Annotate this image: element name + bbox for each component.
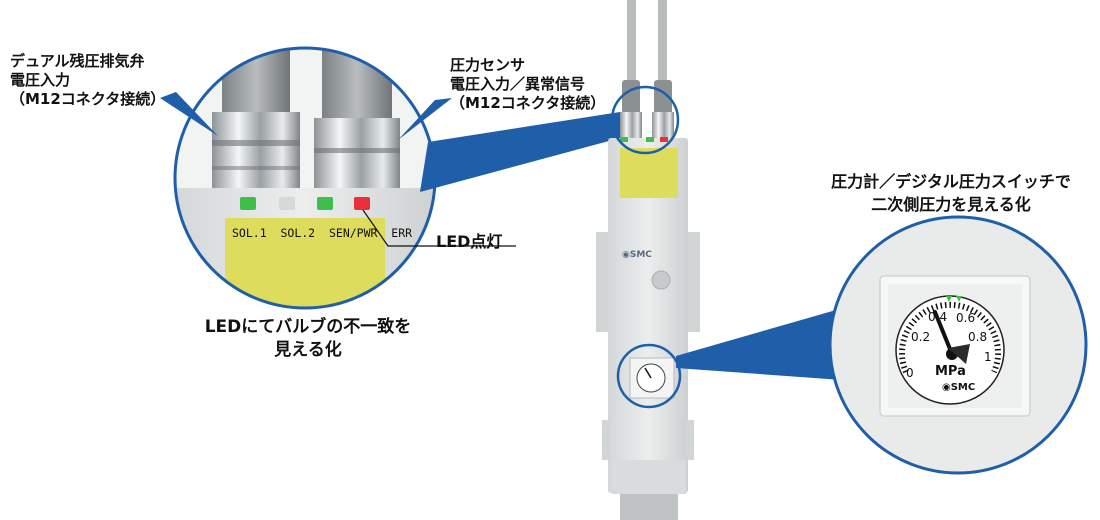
gauge-tick-0: 0 (906, 366, 914, 380)
label-err: ERR (391, 226, 413, 240)
valve-connector-callout: デュアル残圧排気弁 電圧入力 （M12コネクタ接続） (10, 52, 166, 108)
gauge-tick-0-2: 0.2 (911, 330, 931, 344)
led-callout-line (362, 209, 516, 247)
label-sen-pwr: SEN/PWR (328, 226, 378, 240)
led-zoom-connector (420, 112, 620, 192)
sensor-connector-callout: 圧力センサ 電圧入力／異常信号 （M12コネクタ接続） (450, 56, 606, 112)
led-lit-callout: LED点灯 (436, 232, 503, 251)
gauge-brand-logo: ◉SMC (942, 382, 976, 393)
led-panel-labels: SOL.1 SOL.2 SEN/PWR ERR (232, 226, 412, 240)
gauge-zoom-border (828, 215, 1088, 475)
led-zoom-view (175, 48, 435, 308)
valve-callout-pointer (160, 92, 218, 136)
gauge-visualization-callout: 圧力計／デジタル圧力スイッチで 二次側圧力を見える化 (831, 172, 1071, 214)
sensor-callout-pointer (398, 98, 452, 140)
gauge-zoom-view (830, 217, 1086, 473)
gauge-zoom-connector (676, 310, 842, 380)
gauge-tick-0-6: 0.6 (956, 311, 976, 325)
device-connector-highlight (610, 85, 680, 155)
label-sol1: SOL.1 (232, 226, 267, 240)
device-brand-logo: ◉SMC (622, 250, 652, 260)
label-sol2: SOL.2 (280, 226, 316, 240)
regulator-device (596, 0, 700, 520)
device-gauge-highlight (616, 343, 682, 409)
gauge-tick-0-4: 0.4 (928, 310, 948, 324)
gauge-tick-1: 1 (984, 350, 992, 364)
gauge-tick-0-8: 0.8 (968, 330, 988, 344)
gauge-unit: MPa (935, 364, 966, 379)
led-mismatch-caption: LEDにてバルブの不一致を 見える化 (204, 317, 412, 360)
